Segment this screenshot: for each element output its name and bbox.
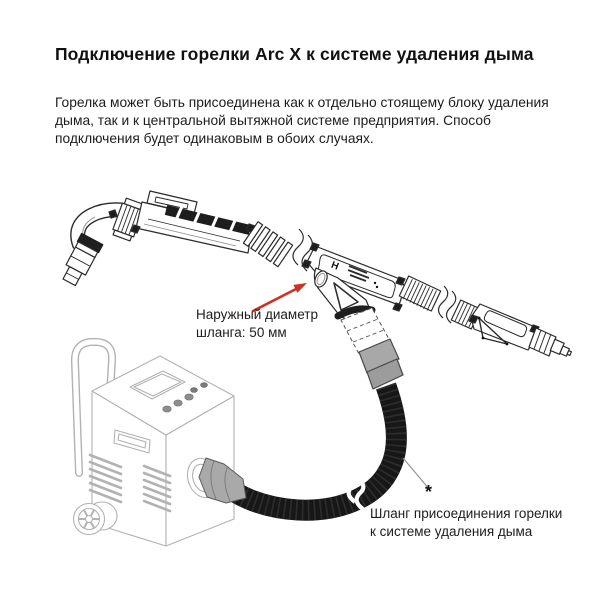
hose-diameter-label: Наружный диаметр шланга: 50 мм [196,307,318,340]
torch-rear-connector [468,303,573,357]
unit-button [162,405,172,413]
leader-line [402,457,431,491]
footnote-marker: * [425,482,433,502]
smoke-extraction-unit [70,338,235,547]
intro-line: Горелка может быть присоединена как к от… [55,95,549,110]
torch-cable [398,275,482,330]
hose-break [346,469,366,511]
brand-mark: H [329,260,340,273]
intro-line: подключения будет одинаковым в обоих слу… [55,131,374,146]
unit-button [184,393,194,401]
torch-ribbed-collar [242,221,294,268]
intro-line: дыма, так и к центральной вытяжной систе… [55,113,491,128]
unit-handle [70,338,117,477]
extraction-hose [214,382,407,521]
grip-thumb-pad [314,270,328,288]
hose-connection-label: Шланг присоединения горелки к системе уд… [370,506,563,539]
intro-paragraph: Горелка может быть присоединена как к от… [55,94,575,148]
welding-torch: H [62,190,573,390]
torch-handle-front [130,190,256,254]
unit-knob [200,382,208,388]
unit-front-slot [113,429,151,454]
torch-nozzle [62,232,104,287]
hose-adapter [340,307,404,390]
hose-connector [198,457,247,504]
unit-knob [190,387,198,393]
unit-vent-grille [88,453,172,513]
unit-wheel [72,501,118,536]
unit-control-panel [129,370,208,413]
torch-handle-rear: H [301,242,406,312]
page-title: Подключение горелки Arc X к системе удал… [55,44,534,64]
unit-button [173,399,183,407]
red-arrow [251,283,307,313]
torch-grip [313,267,376,323]
